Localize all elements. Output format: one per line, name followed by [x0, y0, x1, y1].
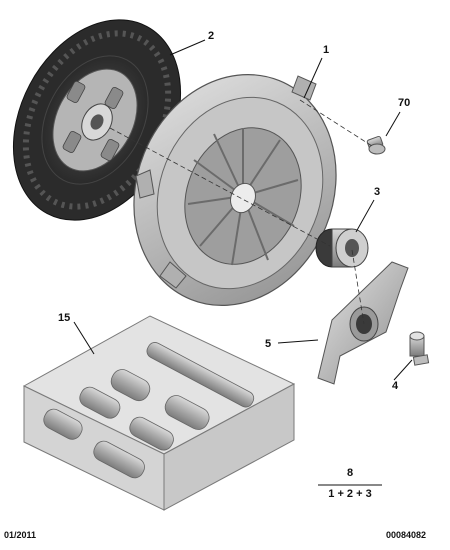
kit-composition: 1 + 2 + 3	[328, 488, 372, 500]
clutch-disc-part-2	[12, 19, 182, 221]
footer-reference: 00084082	[386, 530, 427, 540]
release-fork-part-5	[317, 261, 409, 385]
callout-15: 15	[58, 312, 71, 324]
footer-date: 01/2011	[4, 530, 37, 540]
callout-70: 70	[398, 97, 411, 109]
assembly-axis	[109, 99, 373, 325]
pressure-plate-part-1	[133, 73, 337, 307]
callout-2: 2	[208, 30, 215, 42]
callout-4: 4	[392, 380, 399, 392]
bolt-part-70	[366, 135, 386, 155]
callout-3: 3	[374, 186, 381, 198]
tool-kit-part-15	[22, 315, 296, 511]
callout-1: 1	[323, 44, 330, 56]
kit-number: 8	[346, 467, 354, 479]
callout-leaders	[73, 39, 413, 486]
pivot-pin-part-4	[409, 331, 430, 366]
release-bearing-part-3	[315, 228, 369, 268]
callout-5: 5	[265, 338, 272, 350]
